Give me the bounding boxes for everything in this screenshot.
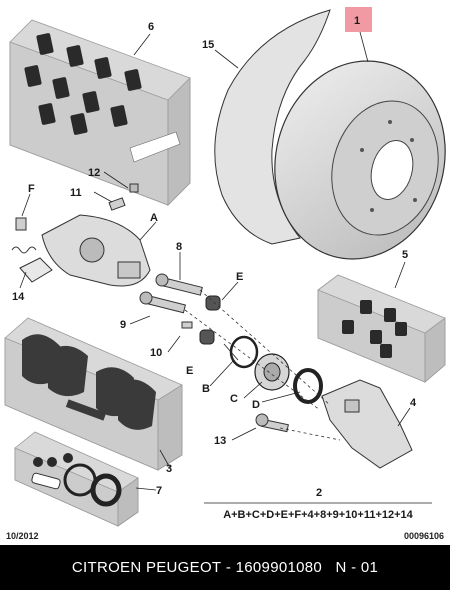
callout-6: 6 xyxy=(148,21,154,33)
reference-code: 00096106 xyxy=(403,531,444,541)
callout-8: 8 xyxy=(176,241,182,253)
callout-labels: 1 2 3 4 5 6 7 8 9 10 11 12 13 14 15 A B … xyxy=(12,15,417,521)
callout-b: B xyxy=(202,383,210,395)
parts-diagram: 1 2 3 4 5 6 7 8 9 10 11 12 13 14 15 A B … xyxy=(4,7,446,527)
boot-e-lower xyxy=(199,329,215,345)
pin-10 xyxy=(181,321,193,329)
callout-d: D xyxy=(252,399,260,411)
spring-14 xyxy=(11,246,53,283)
box-clips-6 xyxy=(9,19,191,206)
bleed-screw-11 xyxy=(108,197,126,211)
callout-e-lower: E xyxy=(186,365,193,377)
callout-5: 5 xyxy=(402,249,408,261)
kit-formula: A+B+C+D+E+F+4+8+9+10+11+12+14 xyxy=(223,509,413,521)
bolt-f xyxy=(15,217,27,231)
box-clips-5 xyxy=(317,274,446,383)
callout-11: 11 xyxy=(70,187,82,199)
bolt-13 xyxy=(255,413,289,433)
callout-2: 2 xyxy=(316,487,322,499)
callout-15: 15 xyxy=(202,39,214,51)
dust-shield-15 xyxy=(214,9,331,245)
callout-a: A xyxy=(150,212,158,224)
callout-7: 7 xyxy=(156,485,162,497)
callout-3: 3 xyxy=(166,463,172,475)
cap-12 xyxy=(129,183,139,193)
leader-lines xyxy=(19,31,432,504)
callout-1: 1 xyxy=(354,15,360,27)
callout-f: F xyxy=(28,183,35,195)
callout-12: 12 xyxy=(88,167,100,179)
caliper-assembly-a xyxy=(41,214,151,287)
callout-4: 4 xyxy=(410,397,417,409)
assembly-lines xyxy=(184,289,341,441)
box-seals-7 xyxy=(14,431,139,527)
footer-separator: - xyxy=(221,559,236,576)
box-pads-3 xyxy=(4,317,183,471)
footer-brand: CITROEN PEUGEOT xyxy=(71,559,222,576)
brake-disc-1 xyxy=(274,60,446,260)
seal-ring-b xyxy=(229,335,259,369)
dust-boot-d xyxy=(293,368,323,404)
callout-13: 13 xyxy=(214,435,226,447)
footer-page: N - 01 xyxy=(335,559,379,576)
footer-bar: CITROEN PEUGEOT - 1609901080 N - 01 xyxy=(0,545,450,590)
callout-1-highlight xyxy=(345,7,372,32)
footer-gap xyxy=(322,559,335,576)
callout-10: 10 xyxy=(150,347,162,359)
carrier-bracket-4 xyxy=(321,379,413,469)
callout-9: 9 xyxy=(120,319,126,331)
callout-c: C xyxy=(230,393,238,405)
footer-part-number: 1609901080 xyxy=(235,559,323,576)
callout-14: 14 xyxy=(12,291,25,303)
boot-e-upper xyxy=(205,295,221,311)
bolt-9 xyxy=(139,291,186,314)
piston-c xyxy=(254,353,290,391)
bolt-8 xyxy=(155,273,203,296)
callout-e-upper: E xyxy=(236,271,243,283)
date-code: 10/2012 xyxy=(6,531,39,541)
